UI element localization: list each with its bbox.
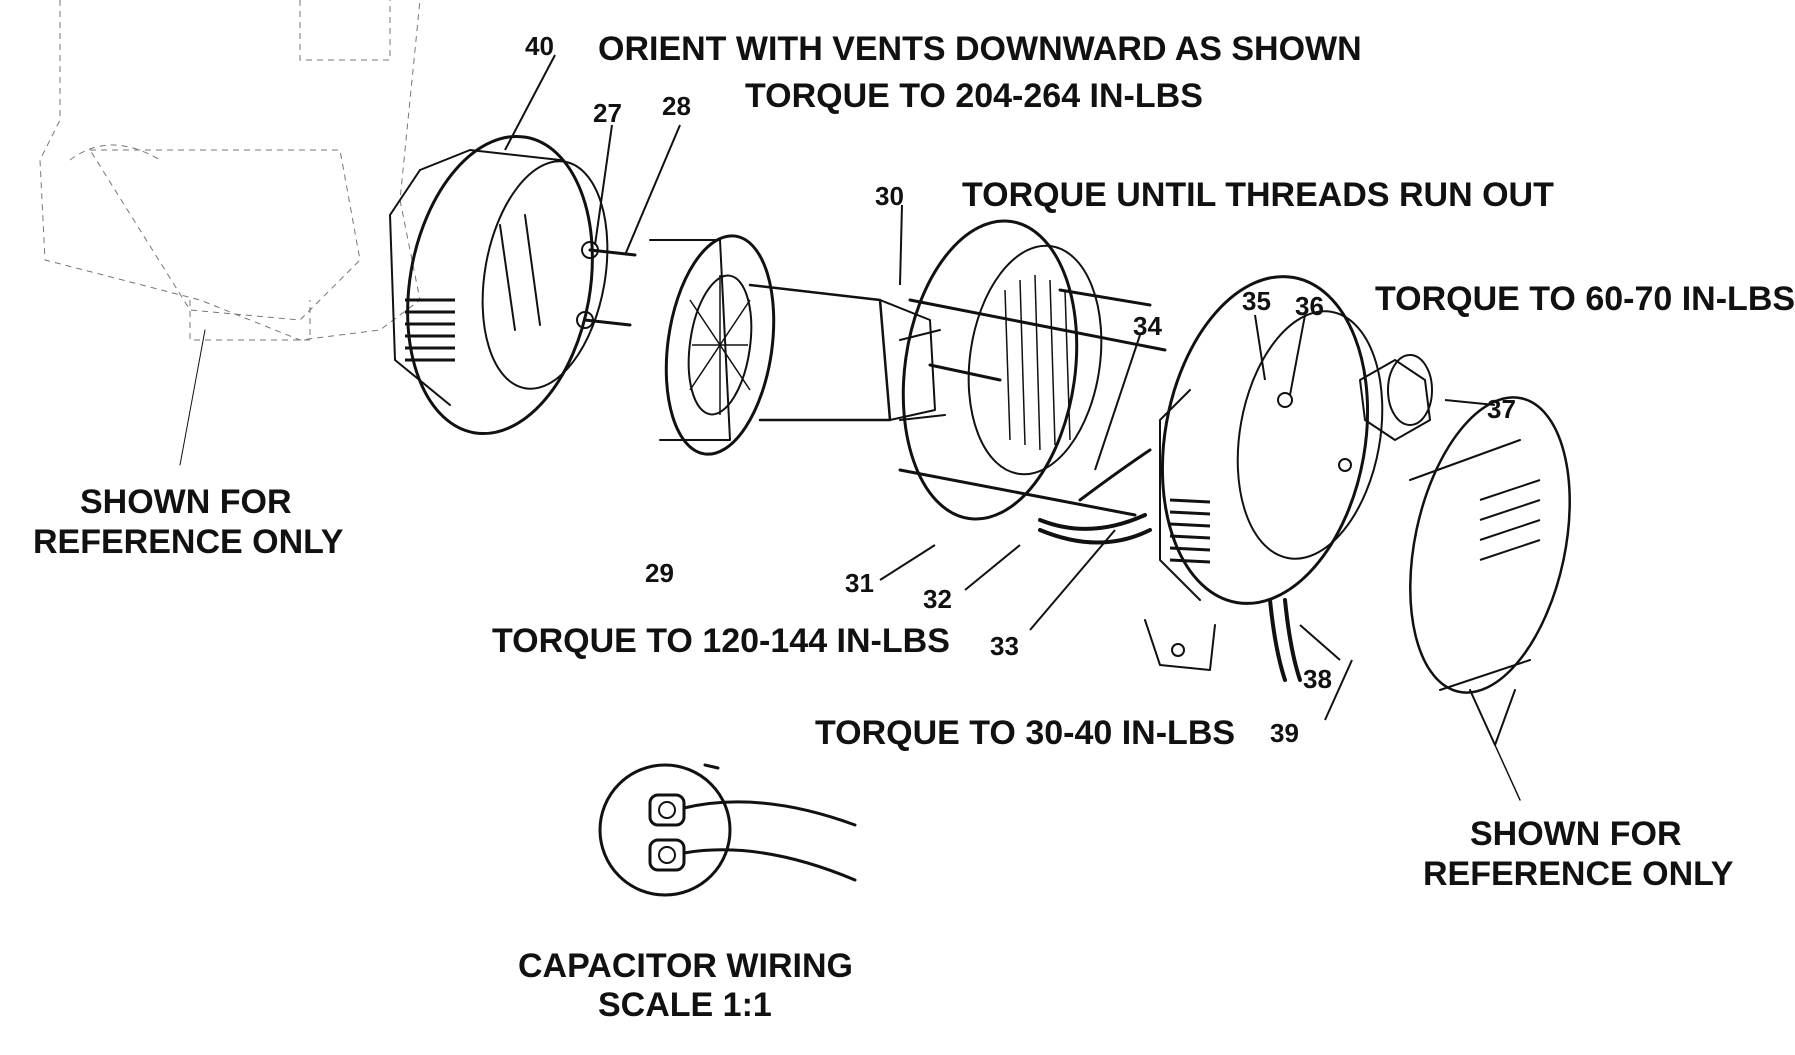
callout-40: 40 (525, 31, 554, 61)
note-torque-120-144: TORQUE TO 120-144 IN-LBS (492, 622, 950, 660)
note-reference-right-2: REFERENCE ONLY (1423, 855, 1734, 893)
note-torque-204-264: TORQUE TO 204-264 IN-LBS (745, 77, 1203, 115)
callout-29: 29 (645, 558, 674, 588)
callout-27: 27 (593, 98, 622, 128)
part-29-rotor (649, 234, 1002, 456)
callout-36: 36 (1295, 291, 1324, 321)
callout-35: 35 (1242, 286, 1271, 316)
callout-31: 31 (845, 568, 874, 598)
callout-34: 34 (1133, 311, 1162, 341)
callout-32: 32 (923, 584, 952, 614)
part-37-capacitor (1359, 354, 1433, 441)
note-capacitor-1: CAPACITOR WIRING (518, 947, 853, 985)
callout-33: 33 (990, 631, 1019, 661)
callout-37: 37 (1487, 394, 1516, 424)
leader-lines (504, 54, 1496, 721)
bolts-27-28 (576, 241, 637, 329)
reference-cover-right (1409, 396, 1571, 801)
reference-engine-left (39, 0, 421, 466)
note-torque-threads: TORQUE UNTIL THREADS RUN OUT (962, 176, 1554, 214)
note-capacitor-2: SCALE 1:1 (598, 986, 772, 1024)
note-orient: ORIENT WITH VENTS DOWNWARD AS SHOWN (598, 30, 1362, 68)
callout-30: 30 (875, 181, 904, 211)
callout-28: 28 (662, 91, 691, 121)
note-reference-left-1: SHOWN FOR (80, 483, 292, 521)
capacitor-wiring-detail (598, 763, 857, 897)
part-31-stator (899, 219, 1152, 545)
part-35-end-bell (1144, 275, 1384, 682)
callout-38: 38 (1303, 664, 1332, 694)
note-reference-right-1: SHOWN FOR (1470, 815, 1682, 853)
note-reference-left-2: REFERENCE ONLY (33, 523, 344, 561)
part-40-end-bell (389, 134, 609, 436)
note-torque-60-70: TORQUE TO 60-70 IN-LBS (1375, 280, 1795, 318)
callout-39: 39 (1270, 718, 1299, 748)
part-30-through-bolts (898, 288, 1167, 517)
note-torque-30-40: TORQUE TO 30-40 IN-LBS (815, 714, 1235, 752)
